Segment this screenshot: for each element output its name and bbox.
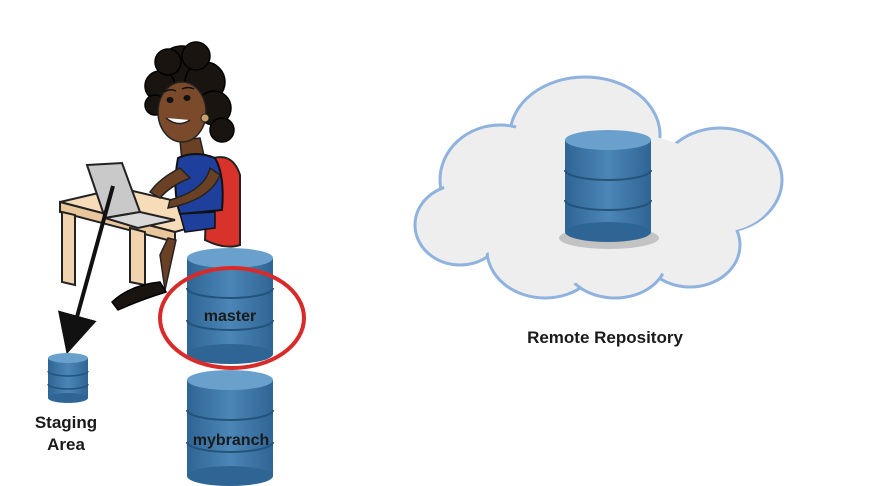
remote-database-icon <box>559 130 659 249</box>
person-illustration <box>110 41 235 311</box>
staging-arrow <box>58 185 115 355</box>
staging-database-icon <box>47 353 89 403</box>
mybranch-database-icon <box>186 370 274 486</box>
remote-repository-label: Remote Repository <box>527 328 683 347</box>
master-highlight-ring <box>158 266 306 370</box>
master-database-icon <box>186 248 274 364</box>
mybranch-label: mybranch <box>192 432 270 449</box>
staging-label-line2: Area <box>47 435 85 454</box>
master-branch-label: master <box>203 308 257 325</box>
cloud-shape <box>413 75 784 300</box>
staging-label-line1: Staging <box>34 413 98 432</box>
staging-area-label: Staging Area <box>22 412 110 456</box>
